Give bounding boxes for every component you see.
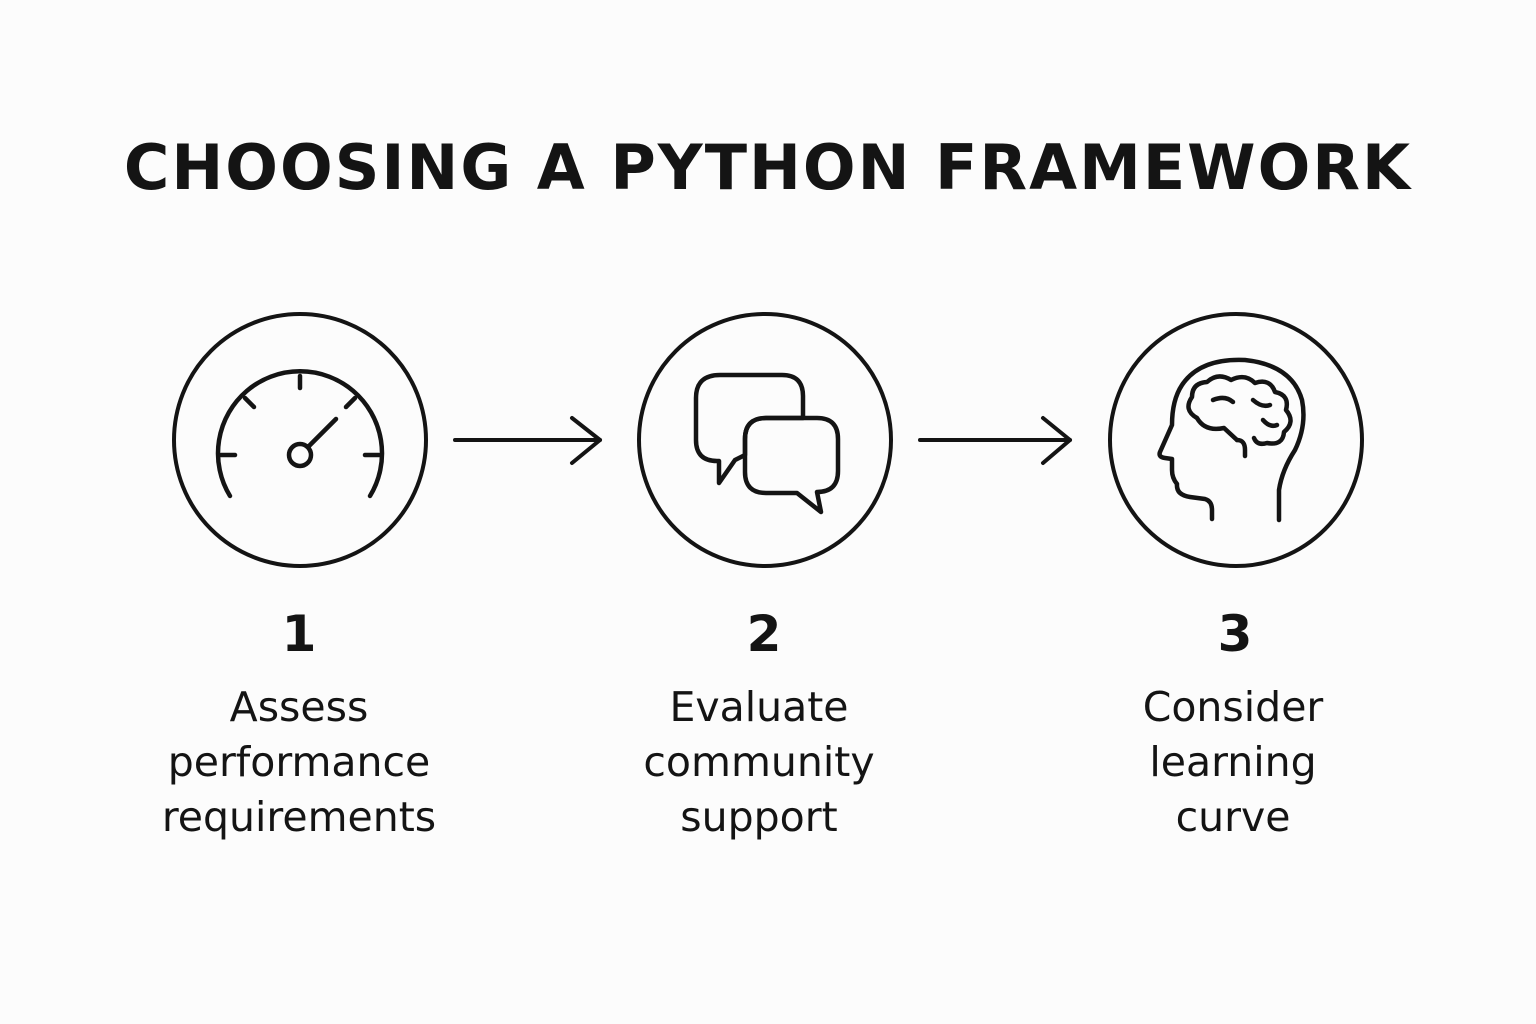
step-1-label: Assess performance requirements (139, 680, 459, 845)
step-3-label-line-3: curve (1175, 793, 1291, 841)
step-2-icon-group (637, 312, 893, 568)
step-1-label-line-3: requirements (161, 793, 437, 841)
step-1-label-line-1: Assess (229, 683, 369, 731)
step-2-label-line-2: community (643, 738, 875, 786)
arrow-1 (453, 416, 602, 465)
step-2-label: Evaluate community support (599, 680, 919, 845)
step-2-number: 2 (746, 605, 782, 663)
diagram-title: CHOOSING A PYTHON FRAMEWORK (123, 131, 1413, 204)
step-2-label-line-3: support (680, 793, 838, 841)
head-brain-icon (1157, 357, 1306, 523)
step-3-number: 3 (1217, 605, 1253, 663)
step-3-circle (1108, 312, 1364, 568)
step-3-label-line-2: learning (1149, 738, 1317, 786)
step-2-circle (637, 312, 893, 568)
step-1-circle (172, 312, 428, 568)
step-3-icon-group (1108, 312, 1364, 568)
chat-bubbles-icon (693, 372, 841, 515)
step-1-number: 1 (281, 605, 317, 663)
step-2-label-line-1: Evaluate (669, 683, 849, 731)
step-1-label-line-2: performance (167, 738, 431, 786)
step-3-label: Consider learning curve (1073, 680, 1393, 845)
step-1-icon-group (172, 312, 428, 568)
speedometer-icon (215, 369, 385, 499)
step-3-label-line-1: Consider (1142, 683, 1324, 731)
arrow-2 (918, 416, 1072, 465)
